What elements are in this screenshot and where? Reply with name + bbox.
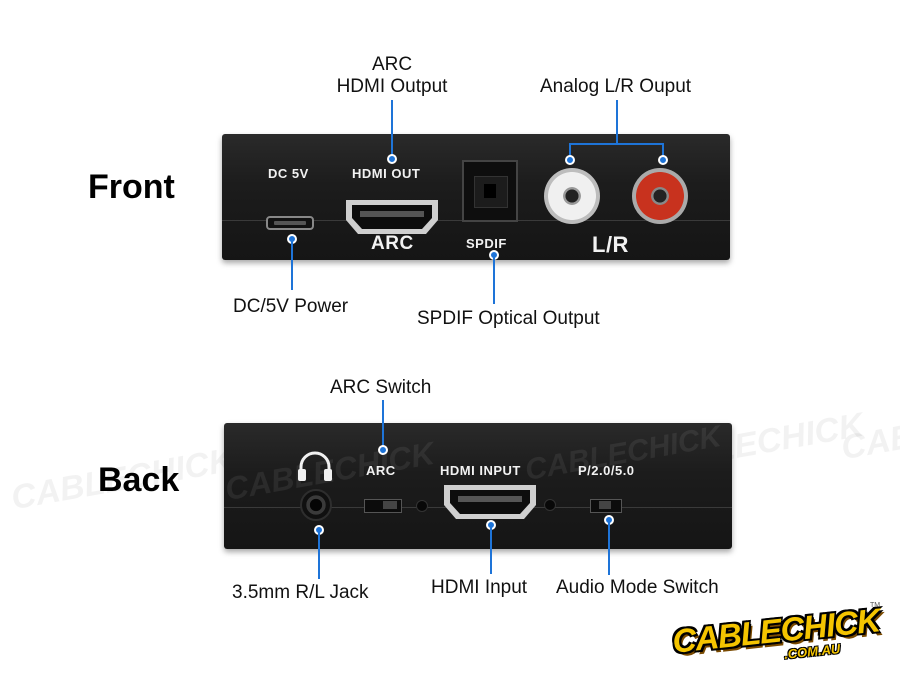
arc-switch-callout: ARC Switch [330, 377, 432, 398]
hdmi-input-callout: HDMI Input [431, 577, 528, 598]
hdmi-input-port[interactable] [442, 483, 538, 521]
spdif-optical-output-callout: SPDIF Optical Output [417, 308, 600, 329]
arc-callout-dot [387, 154, 397, 164]
back-title: Back [98, 461, 180, 499]
spdif-optical-port[interactable] [462, 160, 518, 222]
hdmi-out-port[interactable] [344, 198, 440, 236]
led-indicator [544, 499, 556, 511]
analog-right-dot [658, 155, 668, 165]
arc-slide-switch[interactable] [364, 499, 402, 513]
jack-callout: 3.5mm R/L Jack [232, 582, 369, 603]
power-callout-line [291, 240, 293, 290]
rca-left-white-jack[interactable] [544, 168, 600, 224]
audio-mode-switch[interactable] [590, 499, 622, 513]
arc-hdmi-output-callout: ARC HDMI Output [332, 54, 452, 98]
lr-label: L/R [592, 232, 629, 257]
micro-usb-port[interactable] [266, 216, 314, 230]
led-indicator [416, 500, 428, 512]
rca-right-red-jack[interactable] [632, 168, 688, 224]
logo-trademark: TM [870, 602, 881, 609]
spdif-label: SPDIF [466, 236, 507, 251]
analog-callout-bar [569, 143, 664, 145]
arc-callout-line1: ARC [371, 54, 413, 75]
headphone-icon [298, 451, 332, 481]
spdif-callout-line [493, 256, 495, 304]
dc-5v-power-callout: DC/5V Power [233, 296, 349, 317]
audio-mode-callout-line [608, 521, 610, 575]
jack-callout-line [318, 531, 320, 579]
arc-callout-line [391, 100, 393, 160]
arc-label: ARC [371, 233, 414, 254]
front-title: Front [88, 168, 175, 206]
front-panel: DC 5V HDMI OUT ARC SPDIF L/R [222, 134, 730, 260]
analog-callout-left-drop [569, 143, 571, 159]
arc-callout-line2: HDMI Output [336, 76, 448, 97]
dc-5v-label: DC 5V [268, 166, 309, 181]
arc-switch-label: ARC [366, 463, 396, 478]
logo-text: CABLECHICK [670, 601, 882, 660]
hdmi-input-callout-line [490, 526, 492, 574]
hdmi-input-label: HDMI INPUT [440, 463, 521, 478]
watermark-text: CABLECHICK [838, 390, 900, 468]
hdmi-out-label: HDMI OUT [352, 166, 421, 181]
arc-switch-callout-line [382, 400, 384, 450]
cablechick-logo: CABLECHICK .COM.AU TM [671, 601, 888, 668]
analog-lr-output-callout: Analog L/R Ouput [540, 76, 692, 97]
audio-mode-label: P/2.0/5.0 [578, 463, 635, 478]
analog-callout-right-drop [662, 143, 664, 159]
analog-left-dot [565, 155, 575, 165]
back-panel: CABLECHICK CABLECHICK ARC HDMI INPUT P/2… [222, 420, 732, 549]
audio-mode-callout: Audio Mode Switch [556, 577, 719, 598]
arc-switch-callout-dot [378, 445, 388, 455]
analog-callout-line [616, 100, 618, 144]
headphone-jack-port[interactable] [300, 489, 332, 521]
